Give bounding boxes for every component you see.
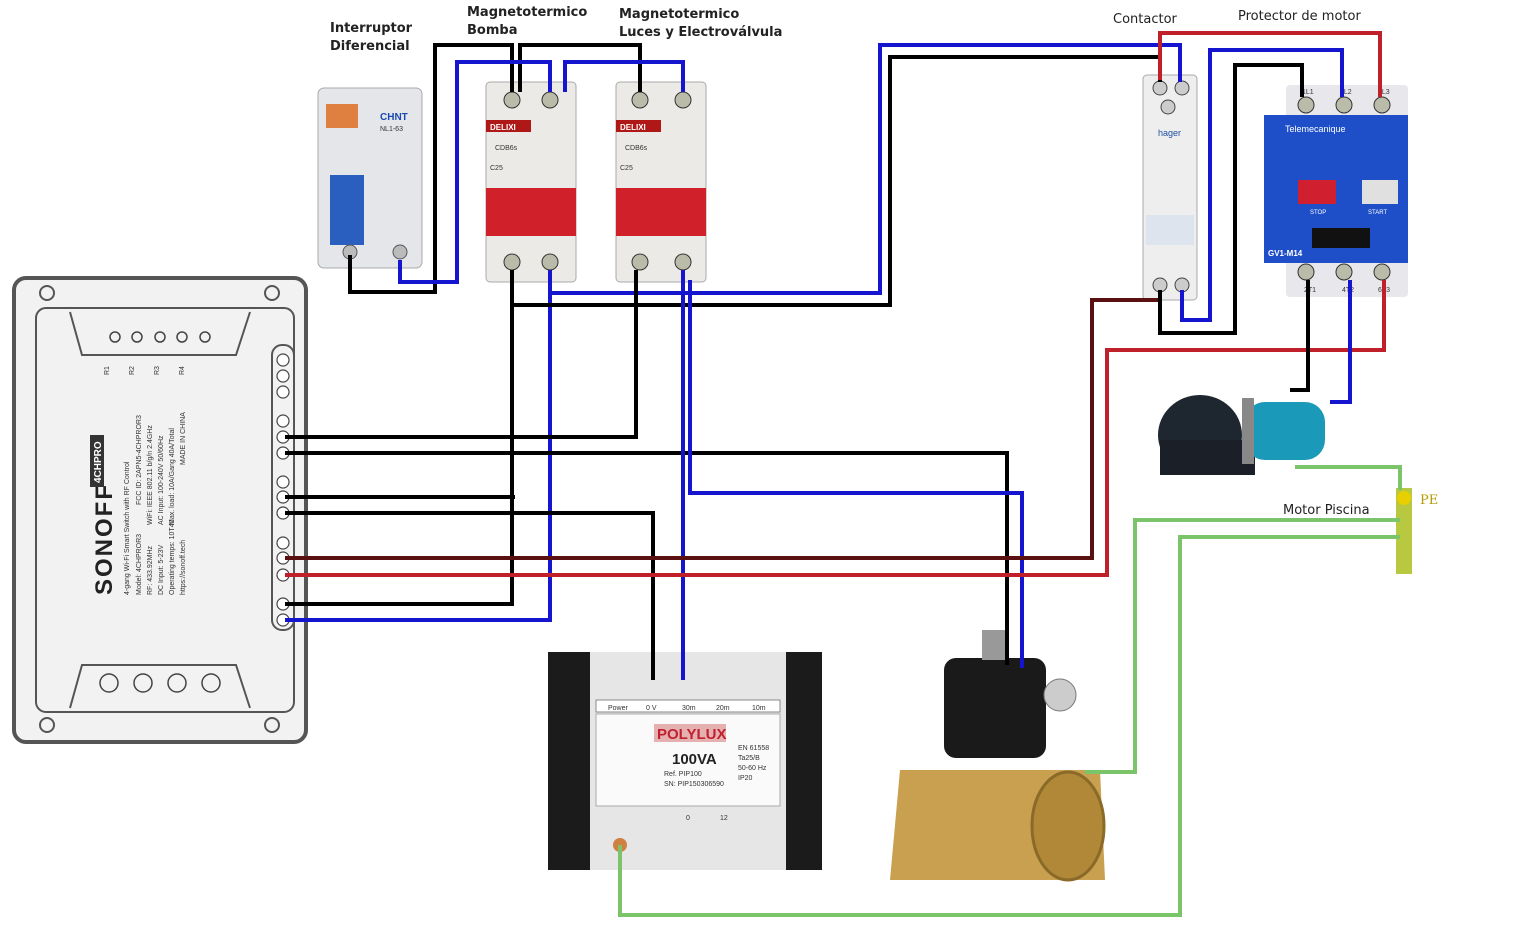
svg-text:0 V: 0 V [646, 705, 657, 712]
black-wire [512, 55, 1162, 307]
svg-text:WiFi: IEEE 802.11 b/g/n 2.4GHz: WiFi: IEEE 802.11 b/g/n 2.4GHz [147, 425, 154, 525]
svg-text:50-60 Hz: 50-60 Hz [738, 765, 767, 772]
svg-text:30m: 30m [682, 705, 696, 712]
label-luces-2: Luces y Electroválvula [619, 25, 782, 40]
svg-text:1L1: 1L1 [1302, 89, 1314, 96]
svg-text:CHNT: CHNT [380, 112, 408, 123]
blue-wire [1330, 280, 1352, 404]
svg-text:C25: C25 [490, 165, 503, 172]
differential-switch: CHNT NL1-63 [317, 87, 423, 269]
svg-text:POLYLUX: POLYLUX [657, 726, 726, 743]
svg-text:DELIXI: DELIXI [490, 123, 516, 132]
svg-text:Power: Power [608, 705, 629, 712]
svg-text:IP20: IP20 [738, 775, 753, 782]
svg-text:2T1: 2T1 [1304, 287, 1316, 294]
green-wire [1295, 465, 1402, 490]
black-wire [518, 43, 642, 92]
label-bomba-2: Bomba [467, 23, 517, 38]
label-pe: PE [1420, 493, 1438, 508]
svg-text:GV1-M14: GV1-M14 [1268, 249, 1303, 258]
svg-text:5L3: 5L3 [1378, 89, 1390, 96]
red-wire [1158, 31, 1382, 97]
black-wire [1290, 280, 1310, 392]
svg-text:4CHPRO: 4CHPRO [93, 441, 104, 483]
svg-text:4-gang Wi-Fi Smart Switch with: 4-gang Wi-Fi Smart Switch with RF Contro… [124, 461, 131, 595]
svg-text:12: 12 [720, 815, 728, 822]
svg-text:CDB6s: CDB6s [625, 145, 648, 152]
svg-text:START: START [1368, 210, 1387, 216]
svg-text:R3: R3 [154, 366, 161, 375]
svg-text:RF: 433.92MHz: RF: 433.92MHz [147, 545, 154, 595]
breaker-luces: DELIXI CDB6s C25 [615, 81, 707, 283]
solenoid-valve [890, 630, 1106, 882]
black-wire [285, 270, 638, 439]
transformer-polylux: Power 0 V 30m 20m 10m POLYLUX 100VA Ref.… [548, 652, 822, 870]
svg-text:CDB6s: CDB6s [495, 145, 518, 152]
svg-text:Max. load: 10A/Gang 40A/Total: Max. load: 10A/Gang 40A/Total [169, 428, 176, 525]
svg-text:Ta25/B: Ta25/B [738, 755, 760, 762]
blue-wire [550, 43, 1182, 295]
svg-text:R2: R2 [129, 366, 136, 375]
blue-wire [688, 280, 1024, 668]
svg-text:STOP: STOP [1310, 210, 1326, 216]
motor-protector: Telemecanique STOP START GV1-M14 1L1 3L2… [1264, 85, 1408, 297]
svg-text:hager: hager [1158, 128, 1181, 138]
svg-text:Ref. PIP100: Ref. PIP100 [664, 771, 702, 778]
svg-text:DELIXI: DELIXI [620, 123, 646, 132]
svg-text:20m: 20m [716, 705, 730, 712]
black-wire [285, 451, 1009, 665]
svg-text:R1: R1 [104, 366, 111, 375]
label-luces-1: Magnetotermico [619, 7, 739, 22]
blue-wire [285, 270, 552, 622]
svg-text:3L2: 3L2 [1340, 89, 1352, 96]
svg-text:0: 0 [686, 815, 690, 822]
blue-wire [1180, 48, 1344, 322]
svg-text:10m: 10m [752, 705, 766, 712]
label-protector: Protector de motor [1238, 9, 1361, 24]
svg-text:AC Input: 100-240V 50/60Hz: AC Input: 100-240V 50/60Hz [158, 435, 165, 525]
green-wire [618, 535, 1400, 917]
svg-text:Model: 4CHPROR3: Model: 4CHPROR3 [136, 534, 143, 595]
svg-text:FCC ID: 2APN5-4CHPROR3: FCC ID: 2APN5-4CHPROR3 [136, 415, 143, 505]
svg-text:Telemecanique: Telemecanique [1285, 124, 1346, 134]
label-diferencial-1: Interruptor [330, 21, 413, 36]
label-contactor: Contactor [1113, 12, 1178, 27]
svg-text:C25: C25 [620, 165, 633, 172]
svg-text:EN 61558: EN 61558 [738, 745, 769, 752]
svg-text:100VA: 100VA [672, 751, 717, 768]
svg-text:MADE IN CHINA: MADE IN CHINA [180, 412, 187, 465]
black-wire [285, 270, 514, 606]
svg-text:NL1-63: NL1-63 [380, 126, 403, 133]
contactor: hager [1142, 74, 1198, 301]
black-wire [348, 43, 514, 294]
earth-bar [1396, 488, 1412, 574]
svg-text:Operating temps: 10T40: Operating temps: 10T40 [169, 519, 176, 595]
svg-text:SONOFF: SONOFF [91, 483, 118, 595]
label-diferencial-2: Diferencial [330, 39, 410, 54]
black-wire [1158, 63, 1304, 335]
label-motor: Motor Piscina [1283, 503, 1370, 518]
black-wire [285, 511, 655, 680]
blue-wire [563, 60, 685, 92]
dark-red-wire [285, 290, 1162, 560]
svg-text:https://sonoff.tech: https://sonoff.tech [180, 540, 187, 595]
pool-pump [1158, 395, 1325, 475]
label-bomba-1: Magnetotermico [467, 5, 587, 20]
wires [285, 31, 1402, 917]
breaker-bomba: DELIXI CDB6s C25 [485, 81, 577, 283]
green-wire [1085, 518, 1400, 774]
svg-text:R4: R4 [179, 366, 186, 375]
red-wire [285, 280, 1386, 577]
svg-text:DC Input: 5-23V: DC Input: 5-23V [158, 544, 165, 595]
svg-text:SN: PIP150306590: SN: PIP150306590 [664, 781, 724, 788]
sonoff-4chpro: SONOFF 4CHPRO 4-gang Wi-Fi Smart Switch … [12, 276, 308, 744]
blue-wire [398, 60, 552, 284]
